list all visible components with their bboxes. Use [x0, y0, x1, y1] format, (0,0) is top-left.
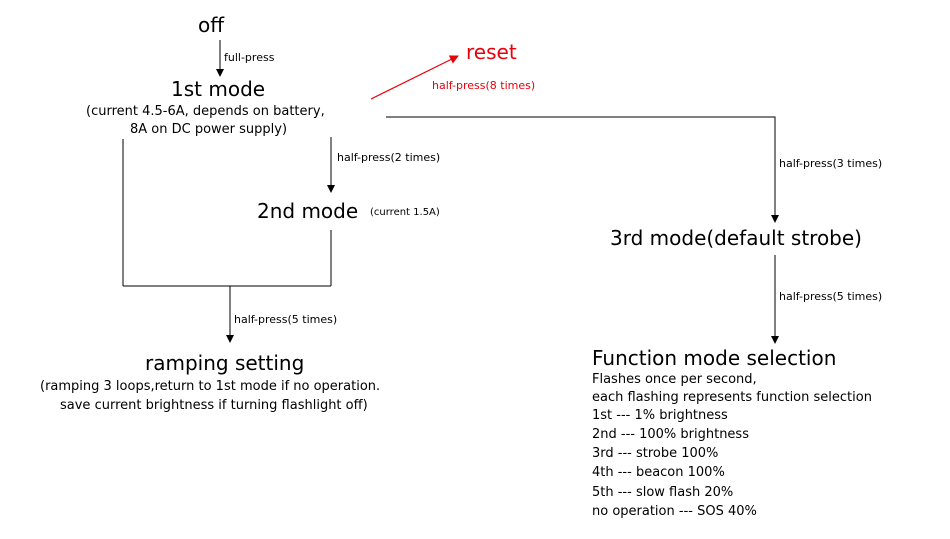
edge-mode1-to-mode3 — [386, 116, 779, 223]
label-half-press-5-right: half-press(5 times) — [779, 290, 883, 303]
function-desc-1: Flashes once per second, — [592, 372, 757, 387]
node-ramping-subtitle-1: (ramping 3 loops,return to 1st mode if n… — [40, 379, 381, 394]
node-off: off — [198, 13, 225, 37]
function-item: 3rd --- strobe 100% — [592, 446, 719, 461]
function-desc-2: each flashing represents function select… — [592, 390, 872, 405]
function-item: no operation --- SOS 40% — [592, 504, 757, 519]
node-mode1-title: 1st mode — [171, 77, 266, 101]
edge-mode1-to-reset — [370, 55, 459, 100]
node-mode2-current: (current 1.5A) — [370, 207, 440, 218]
function-item: 4th --- beacon 100% — [592, 465, 725, 480]
label-half-press-3: half-press(3 times) — [779, 157, 883, 170]
node-mode2-title: 2nd mode — [257, 199, 359, 223]
node-mode3-title: 3rd mode(default strobe) — [610, 226, 862, 250]
node-ramping-title: ramping setting — [145, 351, 305, 375]
function-item: 1st --- 1% brightness — [592, 408, 728, 423]
label-full-press: full-press — [224, 51, 275, 64]
function-item: 5th --- slow flash 20% — [592, 485, 734, 500]
node-reset: reset — [466, 40, 517, 64]
node-function-title: Function mode selection — [592, 346, 837, 370]
node-mode1-subtitle-1: (current 4.5-6A, depends on battery, — [86, 104, 325, 119]
label-half-press-8: half-press(8 times) — [432, 79, 536, 92]
label-half-press-2: half-press(2 times) — [337, 151, 441, 164]
label-half-press-5-left: half-press(5 times) — [234, 313, 338, 326]
function-item: 2nd --- 100% brightness — [592, 427, 749, 442]
node-ramping-subtitle-2: save current brightness if turning flash… — [60, 398, 368, 413]
node-mode1-subtitle-2: 8A on DC power supply) — [130, 122, 288, 137]
